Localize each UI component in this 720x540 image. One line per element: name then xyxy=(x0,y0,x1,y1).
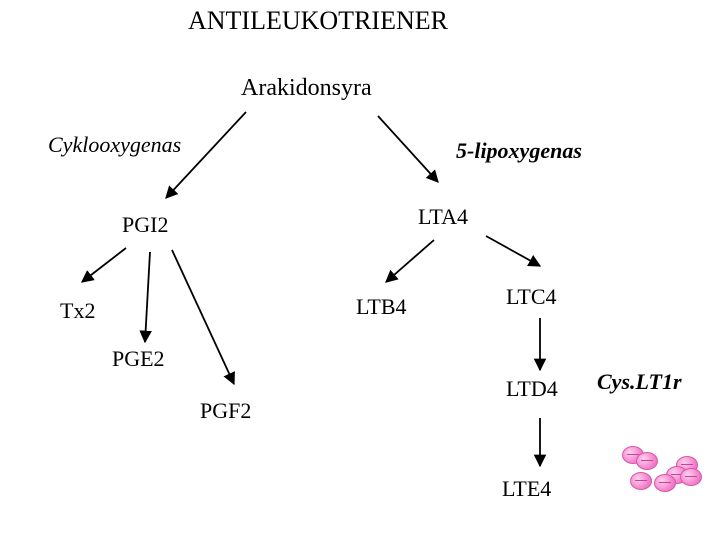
page-title: ANTILEUKOTRIENER xyxy=(188,6,448,35)
node-pgf2: PGF2 xyxy=(200,398,252,423)
node-ltc4: LTC4 xyxy=(506,284,557,309)
node-pge2: PGE2 xyxy=(112,346,165,371)
node-lte4: LTE4 xyxy=(502,476,552,501)
node-5-lipoxygenas: 5-lipoxygenas xyxy=(456,138,582,163)
arrow-arakidonsyra-to-5-lipoxygenas xyxy=(377,115,439,183)
pink-tablets-icon xyxy=(618,444,702,496)
node-cyklooxygenas: Cyklooxygenas xyxy=(48,132,182,157)
arrow-pgi2-to-tx2 xyxy=(81,247,127,283)
arrow-pgi2-to-pgf2 xyxy=(171,249,235,386)
arrow-lta4-to-ltb4 xyxy=(385,239,435,283)
node-ltb4: LTB4 xyxy=(356,294,407,319)
arrow-lta4-to-ltc4 xyxy=(485,235,542,267)
receptor-cyslt1r: Cys.LT1r xyxy=(597,369,682,394)
arrow-arakidonsyra-to-cyklooxygenas xyxy=(165,111,247,199)
node-arakidonsyra: Arakidonsyra xyxy=(241,75,372,101)
node-lta4: LTA4 xyxy=(418,204,468,229)
node-ltd4: LTD4 xyxy=(506,376,558,401)
node-pgi2: PGI2 xyxy=(122,212,169,237)
node-tx2: Tx2 xyxy=(60,298,96,323)
arrow-pgi2-to-pge2 xyxy=(139,251,152,344)
